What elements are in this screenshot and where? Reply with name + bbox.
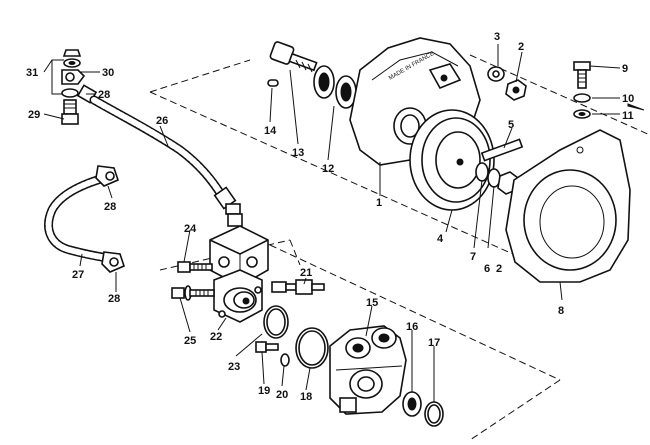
callout-9: 9 xyxy=(622,63,628,75)
pulley-4 xyxy=(409,109,495,211)
callout-20: 20 xyxy=(276,389,288,401)
callout-2-top: 2 xyxy=(518,41,524,53)
callout-2-bottom: 2 xyxy=(496,263,502,275)
leader-lines xyxy=(43,44,621,402)
callout-17: 17 xyxy=(428,337,440,349)
callout-18: 18 xyxy=(300,391,312,403)
callout-22: 22 xyxy=(210,331,222,343)
fuel-pump-22 xyxy=(209,213,269,323)
fuel-line-26 xyxy=(89,95,241,215)
callout-19: 19 xyxy=(258,385,270,397)
callout-26: 26 xyxy=(156,115,168,127)
callout-25: 25 xyxy=(184,335,196,347)
o-rings xyxy=(263,305,329,369)
callout-13: 13 xyxy=(292,147,304,159)
callout-10: 10 xyxy=(622,93,634,105)
callout-3: 3 xyxy=(494,31,500,43)
callout-31: 31 xyxy=(26,67,38,79)
callout-5: 5 xyxy=(508,119,514,131)
callout-23: 23 xyxy=(228,361,240,373)
washers-nuts xyxy=(475,66,527,195)
shaft-bearings xyxy=(267,41,357,109)
callout-11: 11 xyxy=(622,110,634,122)
callout-28-fitting: 28 xyxy=(98,89,110,101)
callout-4: 4 xyxy=(437,233,444,245)
callout-labels: 1 2 3 5 4 7 6 2 8 9 10 11 12 13 14 15 16… xyxy=(26,31,634,403)
fitting-21 xyxy=(271,279,325,295)
bolt-9-washers xyxy=(573,61,645,119)
callout-1: 1 xyxy=(376,197,382,209)
callout-16: 16 xyxy=(406,321,418,333)
callout-12: 12 xyxy=(322,163,334,175)
oil-pump-15 xyxy=(329,325,407,415)
seal-16-17 xyxy=(402,391,444,427)
banjo-fitting-group xyxy=(61,49,98,125)
callout-6: 6 xyxy=(484,263,490,275)
screw-19-washer-20 xyxy=(255,341,290,367)
callout-15: 15 xyxy=(366,297,378,309)
callout-30: 30 xyxy=(102,67,114,79)
callout-14: 14 xyxy=(264,125,277,137)
fuel-line-27 xyxy=(44,165,125,273)
cover-8 xyxy=(505,129,631,283)
callout-7: 7 xyxy=(470,251,476,263)
pump-screws xyxy=(171,261,215,301)
callout-8: 8 xyxy=(558,305,564,317)
callout-28-hose-top: 28 xyxy=(104,201,116,213)
callout-24: 24 xyxy=(184,223,197,235)
callout-21: 21 xyxy=(300,267,312,279)
callout-27: 27 xyxy=(72,269,84,281)
callout-28-hose-bottom: 28 xyxy=(108,293,120,305)
callout-29: 29 xyxy=(28,109,40,121)
